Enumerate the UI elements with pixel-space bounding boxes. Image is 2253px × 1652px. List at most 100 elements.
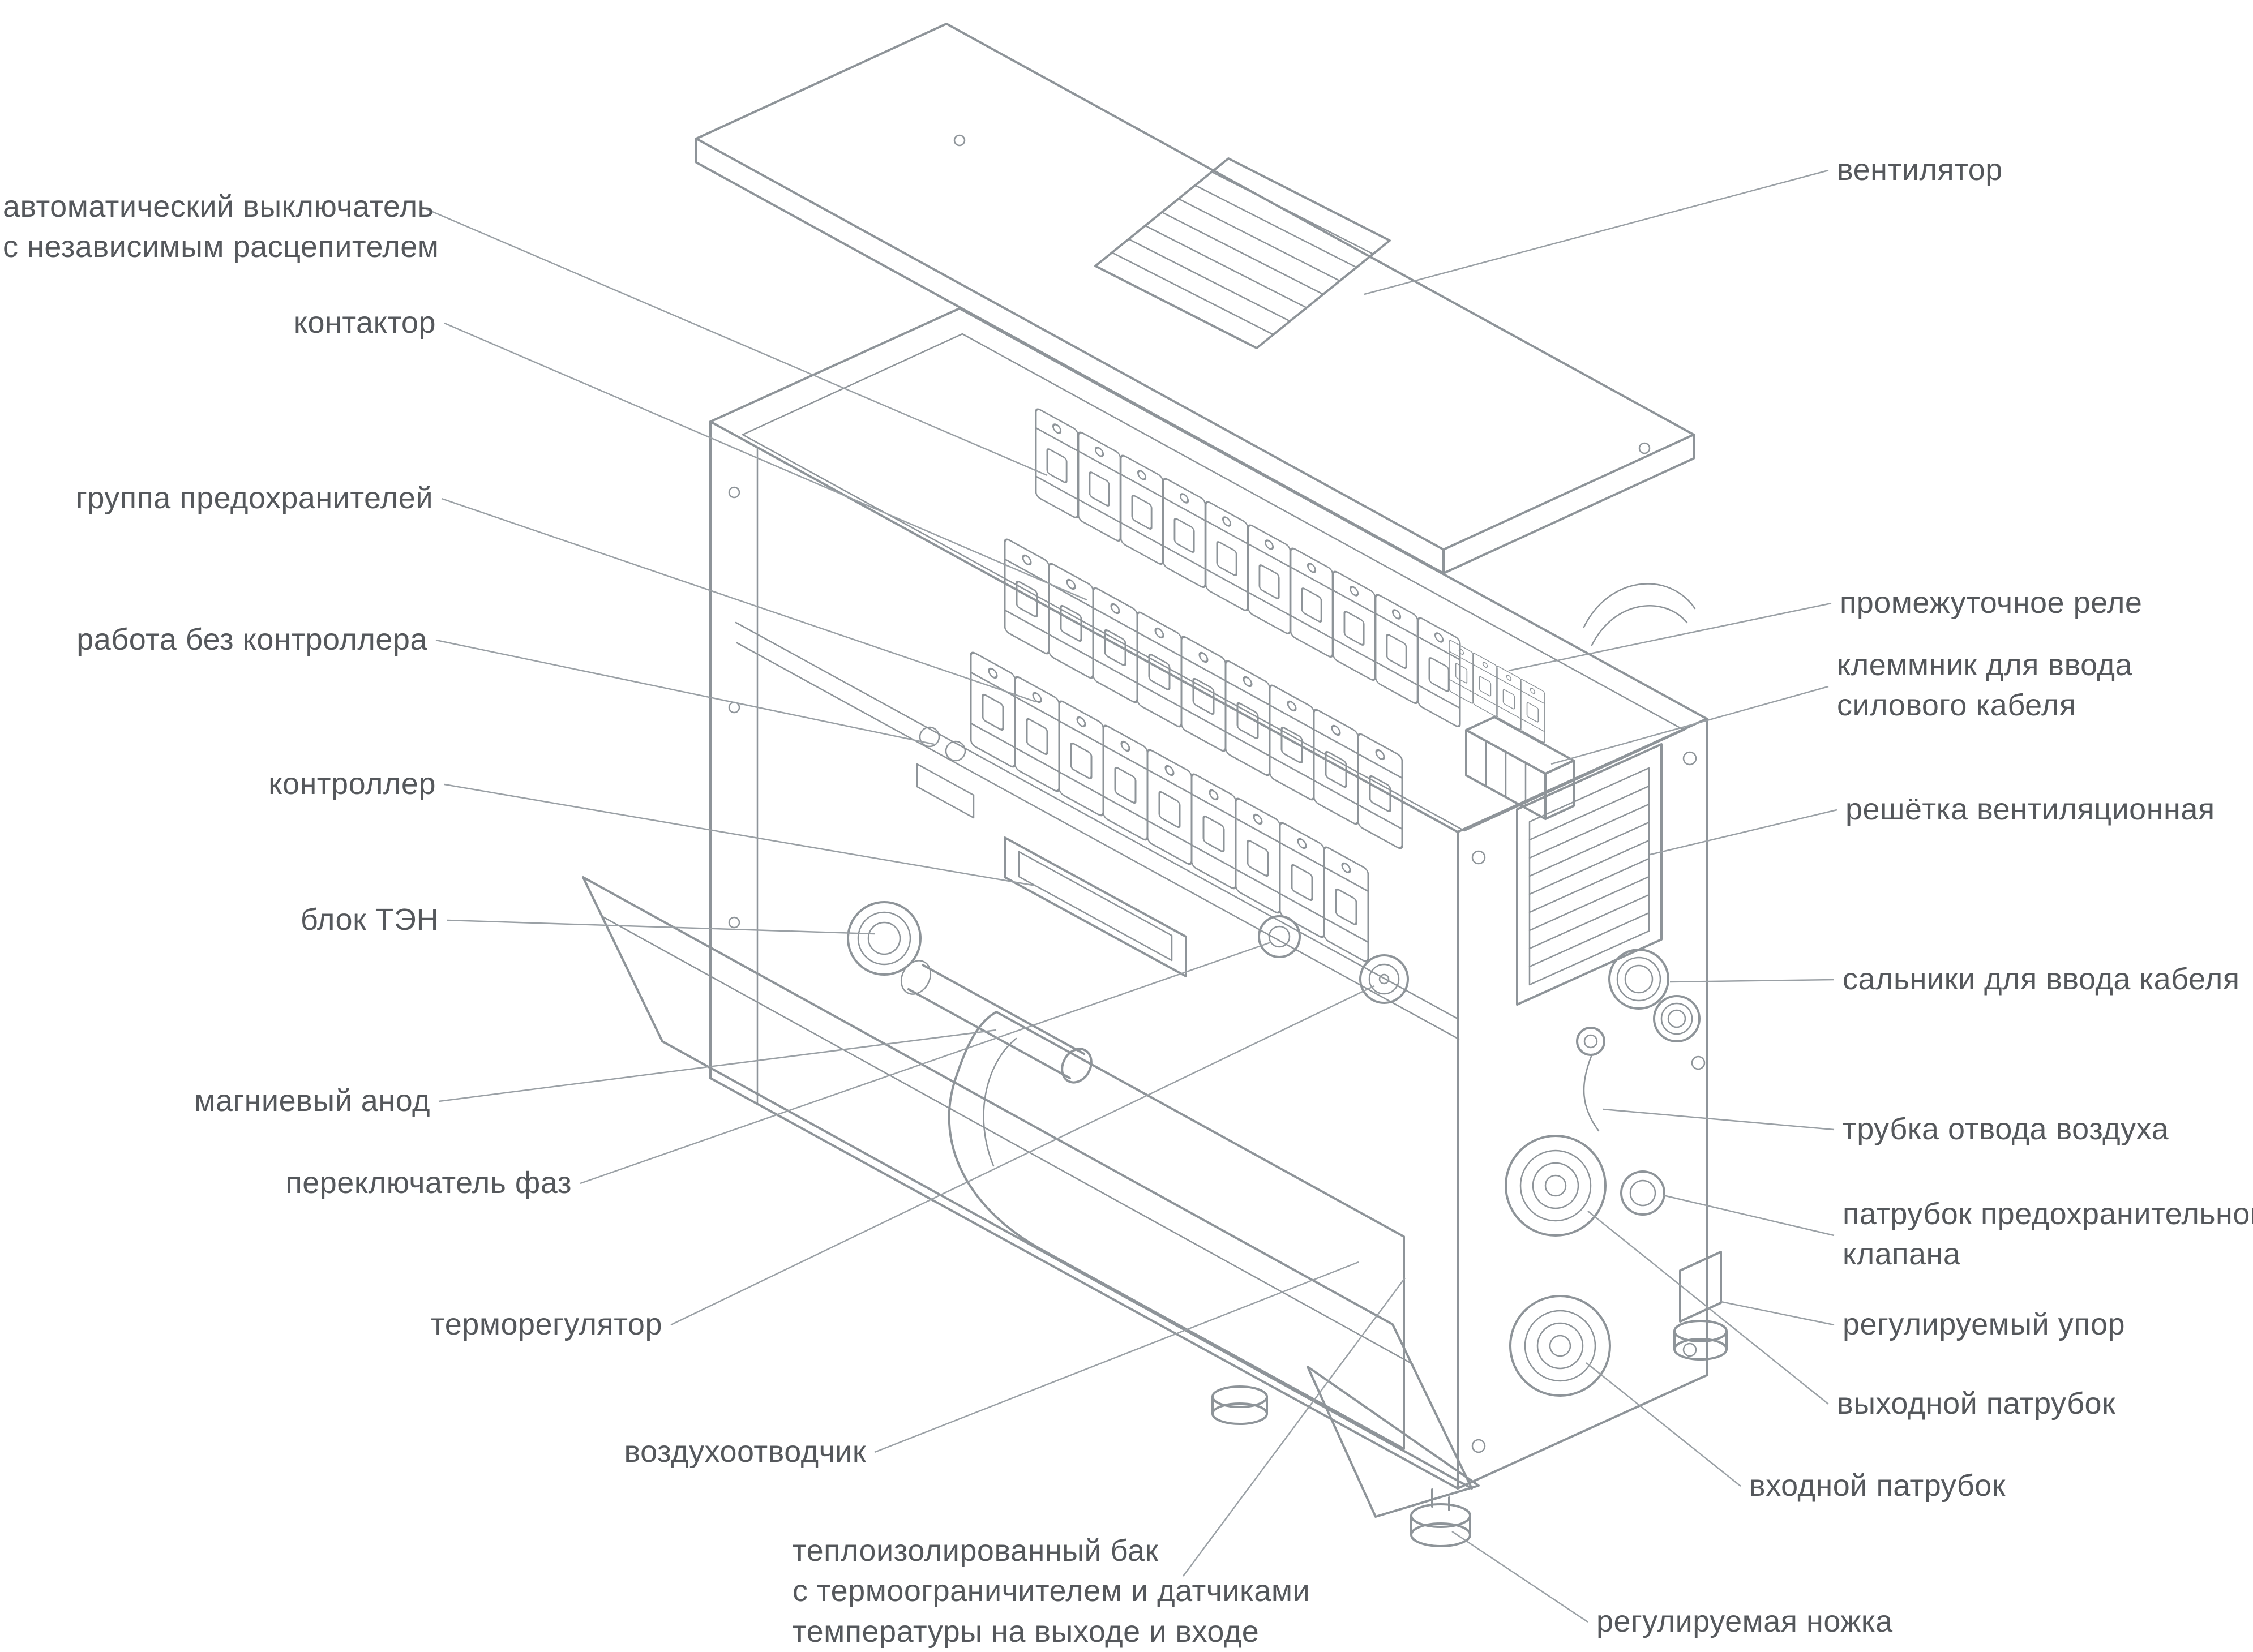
breaker-module <box>1205 499 1249 613</box>
leader-power-cable-terminal <box>1550 685 1829 765</box>
grille-slat <box>1528 821 1650 877</box>
breaker-module <box>1332 569 1376 683</box>
phase-switch-cap <box>1258 915 1301 958</box>
grille-slat <box>1161 211 1324 295</box>
grille-slat <box>1111 252 1274 336</box>
ventilation-grille <box>1516 743 1663 1006</box>
breaker-module <box>970 650 1016 770</box>
breaker-module <box>1472 652 1498 718</box>
grille-slat <box>1211 171 1374 255</box>
breaker-module <box>1323 844 1369 964</box>
breaker-module <box>1290 546 1334 660</box>
grille-slat <box>1194 184 1357 268</box>
grille-slat <box>1528 803 1650 859</box>
breaker-module <box>1224 658 1271 778</box>
leader-controller <box>444 783 1036 887</box>
outlet-pipe <box>1505 1135 1607 1237</box>
leader-fan <box>1364 169 1829 295</box>
power-terminal-block <box>1465 716 1575 820</box>
cable-glands <box>1608 949 1701 1042</box>
magnesium-anode <box>900 960 1093 1084</box>
leader-contactor <box>444 322 1087 601</box>
panel-screw-icon <box>1682 1342 1697 1357</box>
leader-no-controller-operation <box>435 639 935 745</box>
cabinet-body <box>709 307 1708 1490</box>
safety-valve-pipe <box>1620 1170 1665 1216</box>
breaker-module <box>1235 796 1281 916</box>
boiler-illustration <box>582 23 1728 1547</box>
leader-phase-switch <box>580 941 1271 1185</box>
leader-safety-valve-pipe <box>1663 1194 1835 1237</box>
grille-slat <box>1528 894 1650 950</box>
grille-slat <box>1528 876 1650 932</box>
leader-insulated-tank <box>1182 1277 1406 1577</box>
breaker-module <box>1247 522 1291 637</box>
no-controller-connector <box>916 726 975 819</box>
breaker-module <box>1449 639 1474 705</box>
heating-element-flange <box>847 901 922 976</box>
grille-slat <box>1177 198 1341 282</box>
adjustable-stop <box>1673 1251 1728 1361</box>
grille-slat <box>1528 857 1650 913</box>
breaker-module <box>1014 674 1060 794</box>
breaker-module <box>1077 430 1121 544</box>
handle-cutout <box>1583 583 1696 628</box>
grille-slat <box>1128 238 1291 322</box>
breaker-module <box>1102 723 1149 843</box>
fan-grille-slats <box>1111 171 1374 336</box>
leader-circuit-breaker <box>421 206 1048 477</box>
breaker-module <box>1417 615 1461 730</box>
breaker-module <box>1058 698 1104 818</box>
breaker-module <box>1190 771 1237 891</box>
panel-screw-icon <box>1471 1439 1486 1453</box>
panel-screw-icon <box>1471 850 1486 865</box>
leader-intermediate-relay <box>1508 602 1832 672</box>
thermostat-cap <box>1359 954 1409 1004</box>
panel-screw-icon <box>1682 751 1697 766</box>
breaker-module <box>1180 634 1227 754</box>
leader-air-outlet-tube <box>1603 1108 1835 1131</box>
breaker-module <box>1279 820 1325 940</box>
leader-outlet-pipe <box>1587 1211 1829 1405</box>
breaker-module <box>1136 610 1183 730</box>
leader-adjustable-stop <box>1720 1301 1835 1326</box>
grille-slat <box>1528 912 1650 968</box>
breaker-module <box>1269 683 1315 803</box>
mid-shelf <box>735 621 1459 1020</box>
leader-cable-glands <box>1669 979 1835 983</box>
door-corner-bracket <box>1307 1366 1480 1518</box>
handle-cutout <box>1591 605 1688 646</box>
support-foot <box>1211 1385 1268 1425</box>
mid-shelf <box>736 642 1460 1040</box>
ventilation-grille-slats <box>1528 785 1650 968</box>
controller-display <box>1004 836 1187 977</box>
front-door <box>582 876 1480 1518</box>
grille-slat <box>1144 225 1308 309</box>
leader-magnesium-anode <box>438 1029 997 1102</box>
leader-inlet-pipe <box>1586 1362 1741 1487</box>
adjustable-foot <box>1410 1488 1471 1547</box>
cover-screw-icon <box>953 134 966 147</box>
grille-slat <box>1528 839 1650 895</box>
tank-front-panel <box>948 1011 1405 1450</box>
panel-screw-icon <box>728 486 740 499</box>
leader-adjustable-foot <box>1451 1530 1588 1623</box>
leader-heating-element-block <box>447 919 875 935</box>
leader-fuse-group <box>441 497 1036 703</box>
leader-lines <box>421 169 1837 1623</box>
breaker-module <box>1162 476 1206 590</box>
breaker-module <box>1146 747 1193 867</box>
inlet-pipe <box>1509 1295 1611 1397</box>
breaker-module <box>1035 406 1079 521</box>
breaker-module <box>1357 731 1403 851</box>
breaker-module <box>1374 592 1419 706</box>
breaker-module <box>1313 707 1359 827</box>
fan-grille <box>1094 157 1391 349</box>
air-outlet-tube <box>1576 1027 1706 1132</box>
panel-screw-icon <box>1691 1055 1706 1070</box>
leader-ventilation-grille <box>1650 809 1837 856</box>
breaker-module <box>1120 453 1164 567</box>
panel-screw-icon <box>728 916 740 929</box>
cover-screw-icon <box>1638 442 1651 454</box>
